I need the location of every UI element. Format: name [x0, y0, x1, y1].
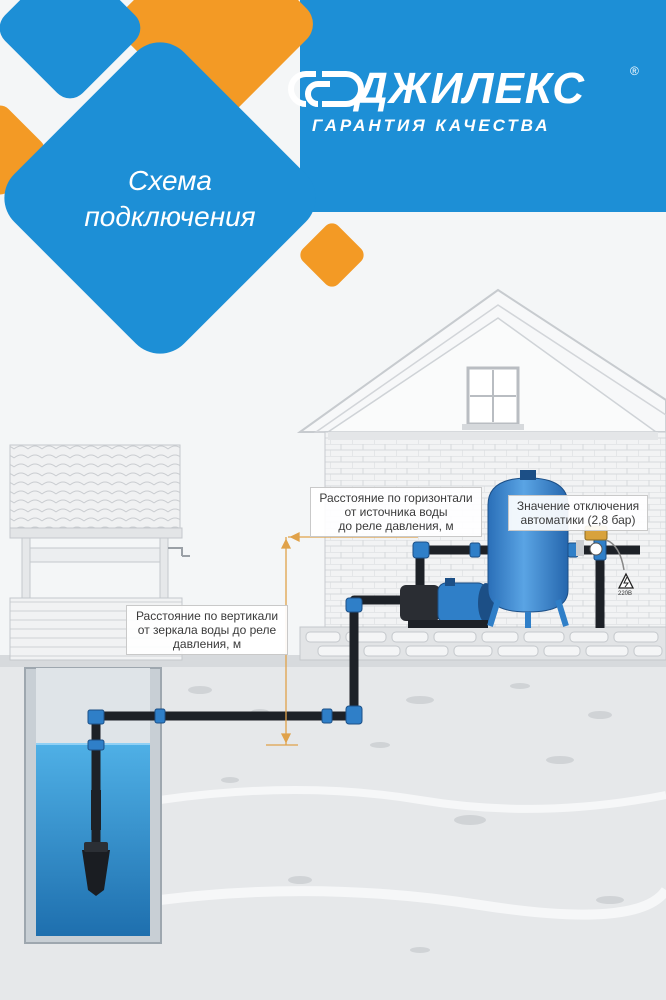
blue-diamond-small: [0, 0, 141, 99]
ground-layer-line: [159, 886, 666, 920]
pump: [400, 578, 494, 628]
house-gable: [328, 432, 658, 440]
orange-diamond-small: [300, 223, 364, 287]
ground-stones: [188, 683, 624, 953]
brand-logo-icon: [288, 71, 364, 107]
page-title-line2: подключения: [84, 201, 256, 232]
header-band: [300, 0, 666, 212]
page-title-line1: Схема: [128, 165, 212, 196]
foot-valve: [82, 790, 110, 896]
power-cable: [605, 539, 625, 571]
ground-layer-line: [159, 786, 666, 813]
house-window: [462, 366, 524, 430]
label-horizontal-distance: Расстояние по горизонтали от источника в…: [310, 487, 482, 537]
label-vertical-distance: Расстояние по вертикали от зеркала воды …: [126, 605, 288, 655]
voltage-label: 220В: [618, 591, 633, 597]
label-cutoff-value: Значение отключения автоматики (2,8 бар): [508, 495, 648, 531]
brand-name: ДЖИЛЕКС: [356, 64, 586, 113]
hydraulic-tank: [487, 470, 569, 628]
electric-hazard-icon: [617, 572, 635, 589]
foundation-stones: [305, 631, 663, 657]
blue-diamond-main: [4, 42, 316, 354]
registered-mark: ®: [630, 64, 639, 78]
brand-slogan: ГАРАНТИЯ КАЧЕСТВА: [312, 116, 551, 135]
